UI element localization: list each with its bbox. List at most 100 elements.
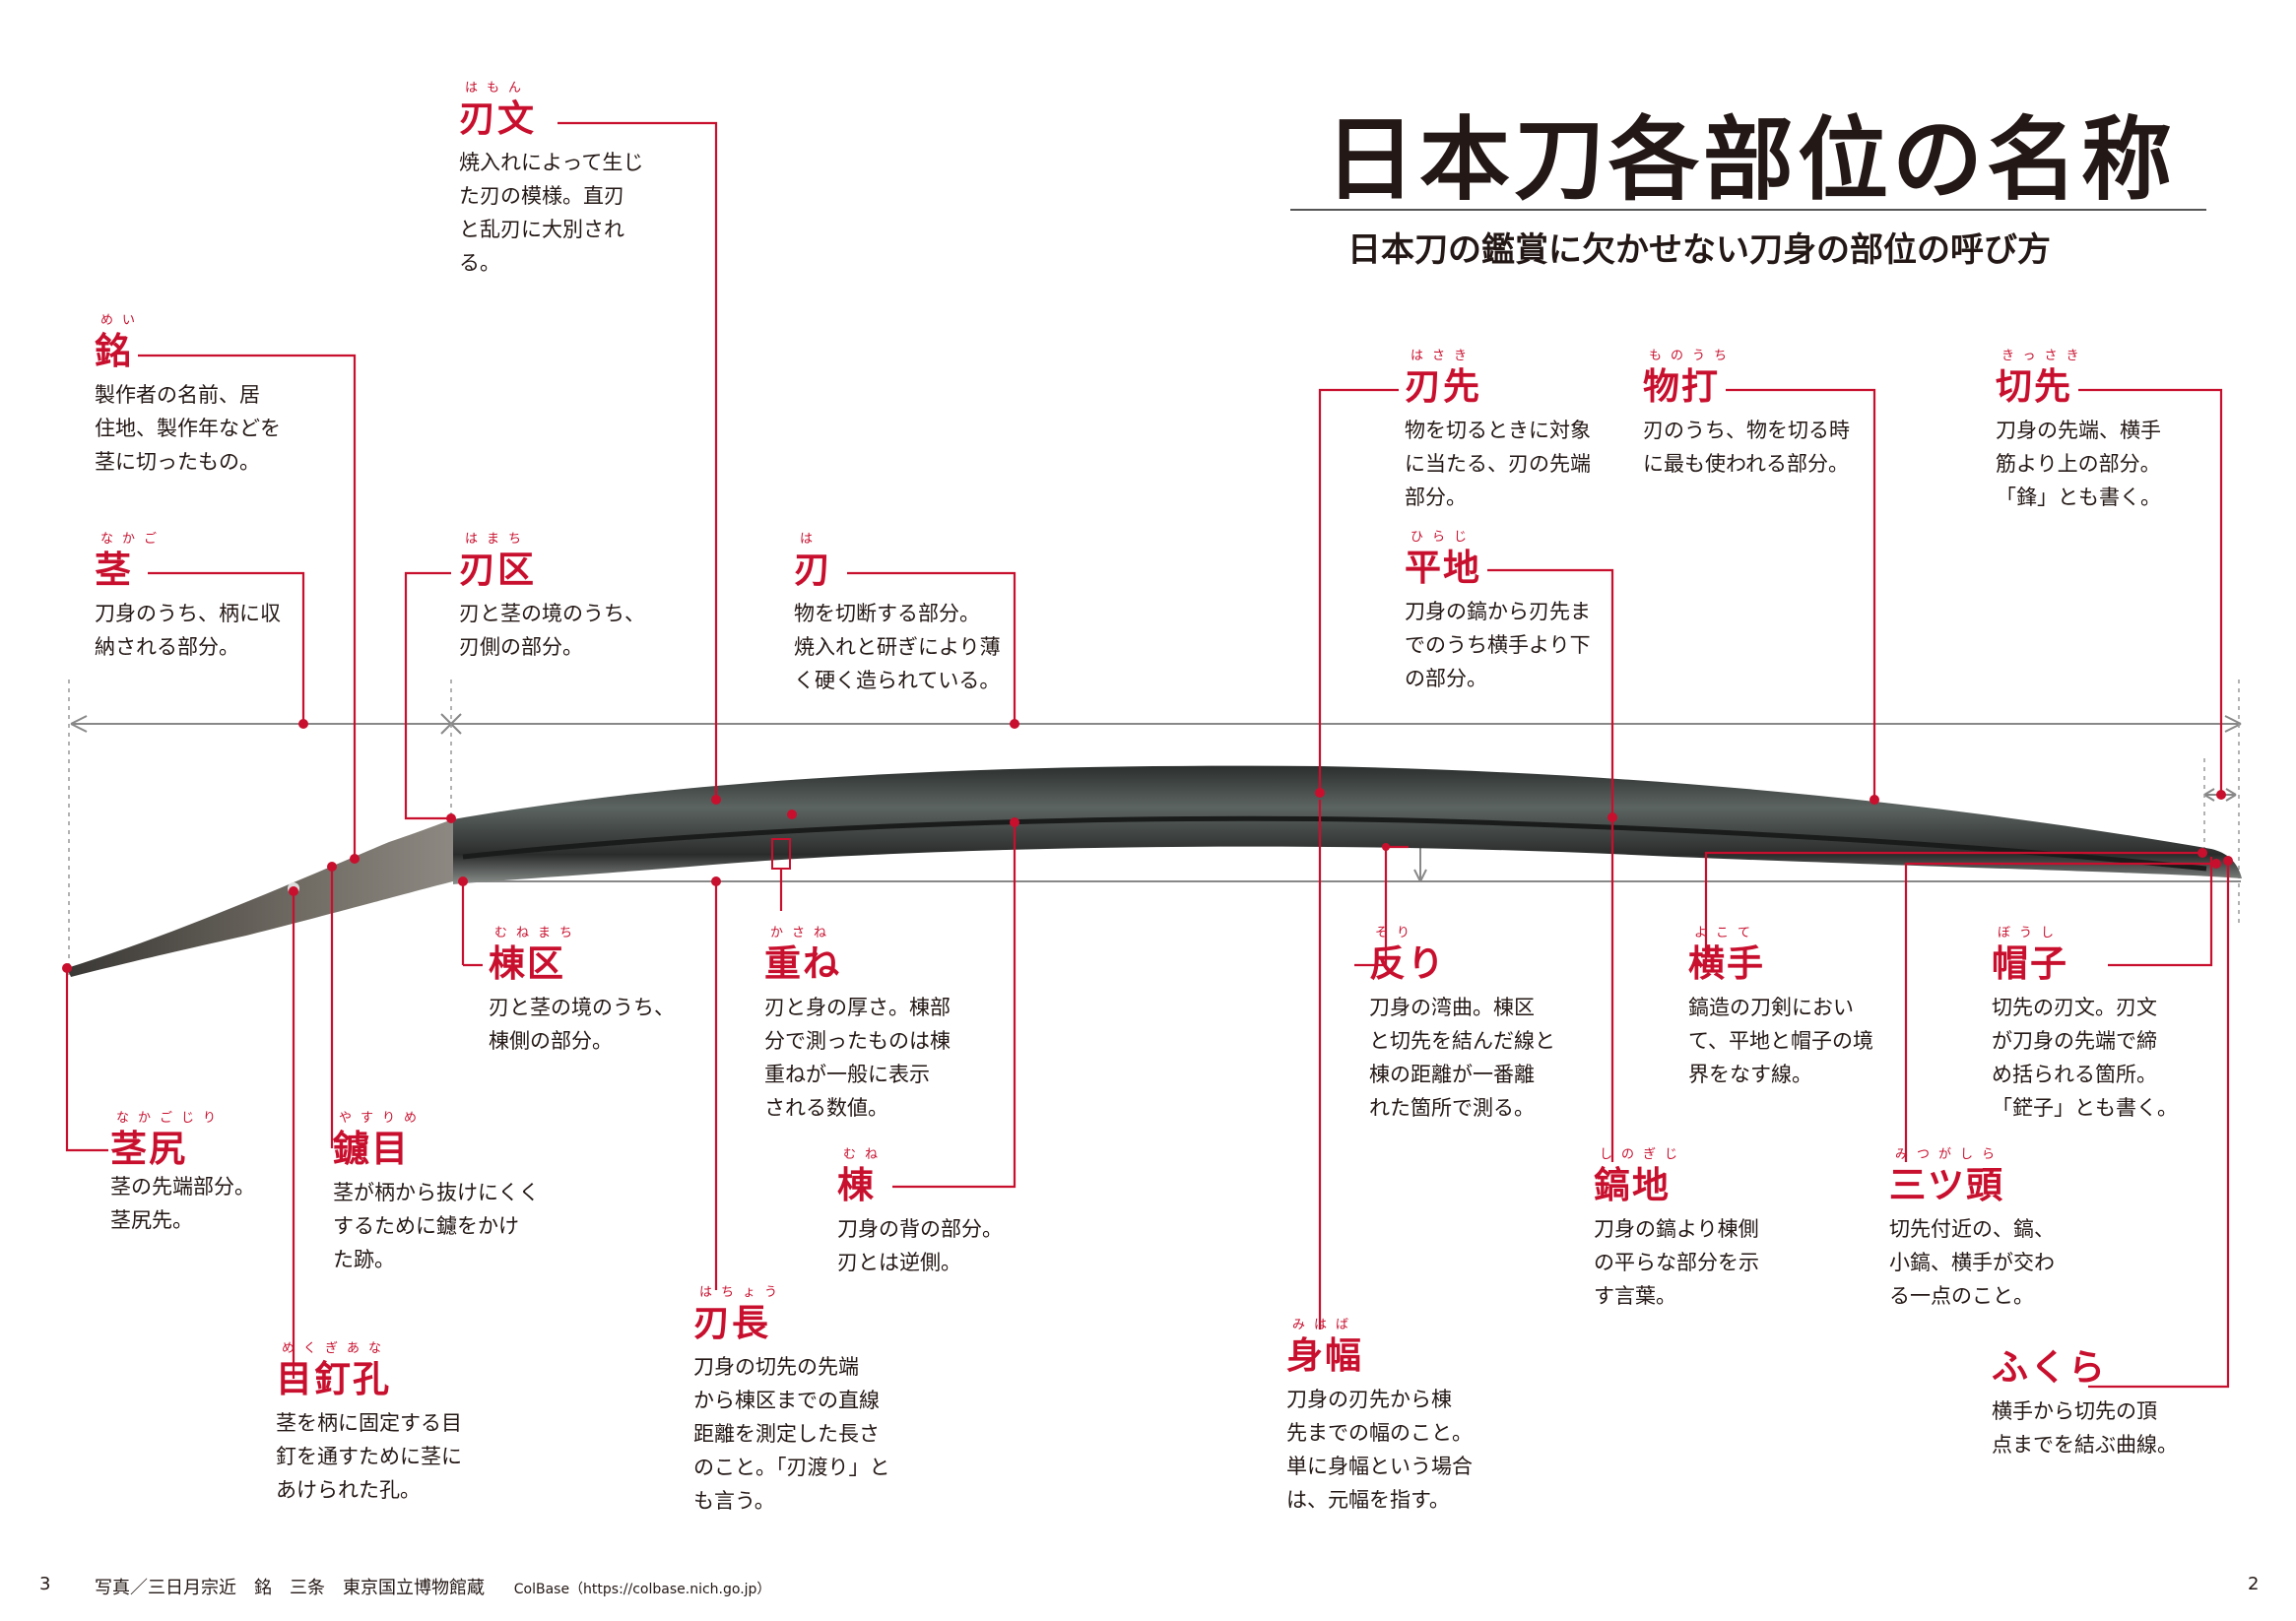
ruby: よこて	[1694, 926, 1760, 940]
ruby: そり	[1375, 926, 1419, 940]
leader-dots	[62, 719, 2233, 973]
label-kasane: かさね 重ね 刃と身の厚さ。棟部分で測ったものは棟重ねが一般に表示される数値。	[764, 926, 951, 1125]
title-rule	[1290, 209, 2206, 211]
ruby: しのぎじ	[1600, 1147, 1687, 1162]
ruby: みつがしら	[1895, 1147, 2004, 1162]
term-desc: 刃と身の厚さ。棟部分で測ったものは棟重ねが一般に表示される数値。	[764, 996, 951, 1120]
photo-credit: 写真／三日月宗近 銘 三条 東京国立博物館蔵 ColBase（https://c…	[95, 1574, 770, 1599]
term-name: 棟区	[489, 941, 565, 985]
term-desc: 刀身の切先の先端から棟区までの直線距離を測定した長さのこと。「刃渡り」とも言う。	[693, 1355, 890, 1513]
ruby: ひらじ	[1410, 530, 1476, 545]
label-shinogiji: しのぎじ 鎬地 刀身の鎬より棟側の平らな部分を示す言葉。	[1594, 1147, 1759, 1313]
term-desc: 茎が柄から抜けにくくするために鑢をかけた跡。	[333, 1181, 540, 1271]
term-name: 平地	[1405, 546, 1481, 589]
term-desc: 焼入れによって生じた刃の模様。直刃と乱刃に大別される。	[459, 151, 644, 275]
ruby: めくぎあな	[282, 1341, 391, 1356]
ruby: めい	[100, 313, 145, 328]
ruby: きっさき	[2001, 349, 2088, 363]
term-desc: 刀身の背の部分。刃とは逆側。	[837, 1217, 1003, 1274]
term-name: 帽子	[1992, 941, 2068, 985]
label-monouchi: ものうち 物打 刃のうち、物を切る時に最も使われる部分。	[1643, 349, 1850, 481]
term-name: 重ね	[764, 941, 841, 985]
ruby: ぼうし	[1998, 926, 2064, 940]
term-desc: 刀身のうち、柄に収納される部分。	[95, 602, 281, 659]
ruby: やすりめ	[339, 1111, 426, 1126]
page-subtitle: 日本刀の鑑賞に欠かせない刀身の部位の呼び方	[1347, 230, 2051, 270]
term-desc: 刃のうち、物を切る時に最も使われる部分。	[1643, 419, 1850, 476]
label-mune: むね 棟 刀身の背の部分。刃とは逆側。	[837, 1147, 1003, 1279]
term-name: 鑢目	[333, 1127, 410, 1170]
term-desc: 茎を柄に固定する目釘を通すために茎にあけられた孔。	[276, 1411, 462, 1502]
term-desc: 刀身の先端、横手筋より上の部分。「鋒」とも書く。	[1996, 419, 2161, 509]
ruby: はちょう	[699, 1285, 787, 1300]
term-name: 鎬地	[1594, 1163, 1671, 1206]
label-hamachi: はまち 刃区 刃と茎の境のうち、刃側の部分。	[459, 532, 645, 664]
term-name: 銘	[95, 329, 133, 372]
label-fukura: ふくら 横手から切先の頂点までを結ぶ曲線。	[1992, 1345, 2178, 1461]
label-yasurime: やすりめ 鑢目 茎が柄から抜けにくくするために鑢をかけた跡。	[333, 1111, 540, 1276]
source-text: ColBase（https://colbase.nich.go.jp）	[513, 1582, 771, 1597]
term-name: 刃区	[459, 548, 536, 591]
ruby: はさき	[1410, 349, 1476, 363]
term-name: 茎	[95, 548, 133, 591]
term-desc: 刃と茎の境のうち、刃側の部分。	[459, 602, 645, 659]
term-desc: 茎の先端部分。茎尻先。	[110, 1175, 255, 1232]
ruby: なかご	[100, 532, 166, 547]
term-desc: 刀身の刃先から棟先までの幅のこと。単に身幅という場合は、元幅を指す。	[1286, 1388, 1473, 1512]
term-name: 身幅	[1286, 1333, 1363, 1377]
term-desc: 切先付近の、鎬、小鎬、横手が交わる一点のこと。	[1889, 1217, 2055, 1308]
ruby: むね	[843, 1147, 887, 1162]
label-mitsugashira: みつがしら 三ツ頭 切先付近の、鎬、小鎬、横手が交わる一点のこと。	[1889, 1147, 2055, 1313]
term-name: 茎尻	[110, 1127, 187, 1170]
label-hamon: はもん 刃文 焼入れによって生じた刃の模様。直刃と乱刃に大別される。	[459, 81, 643, 280]
label-ha: は 刃 物を切断する部分。焼入れと研ぎにより薄く硬く造られている。	[794, 532, 1001, 697]
label-nakago: なかご 茎 刀身のうち、柄に収納される部分。	[95, 532, 281, 664]
page-number-left: 3	[39, 1574, 51, 1594]
term-desc: 刀身の鎬より棟側の平らな部分を示す言葉。	[1594, 1217, 1759, 1308]
term-name: ふくら	[1992, 1345, 2107, 1389]
leader-lines	[65, 121, 2230, 1389]
term-desc: 切先の刃文。刃文が刀身の先端で締め括られる箇所。「鋩子」とも書く。	[1992, 996, 2178, 1120]
term-name: 目釘孔	[276, 1357, 391, 1400]
ruby: むねまち	[494, 926, 582, 940]
term-name: 刃文	[459, 97, 536, 140]
ruby: みはば	[1292, 1318, 1358, 1332]
ruby: はもん	[465, 81, 531, 96]
ruby: は	[800, 532, 822, 547]
term-name: 刃長	[693, 1301, 770, 1344]
term-name: 物打	[1643, 364, 1720, 408]
term-name: 横手	[1688, 941, 1765, 985]
term-desc: 刀身の湾曲。棟区と切先を結んだ線と棟の距離が一番離れた箇所で測る。	[1369, 996, 1555, 1120]
page-number-right: 2	[2248, 1574, 2260, 1594]
term-name: 刃	[794, 548, 832, 591]
label-mekugiana: めくぎあな 目釘孔 茎を柄に固定する目釘を通すために茎にあけられた孔。	[276, 1341, 462, 1507]
term-desc: 刀身の鎬から刃先までのうち横手より下の部分。	[1405, 600, 1591, 690]
credit-text: 写真／三日月宗近 銘 三条 東京国立博物館蔵	[95, 1578, 485, 1598]
label-yokote: よこて 横手 鎬造の刀剣において、平地と帽子の境界をなす線。	[1688, 926, 1873, 1091]
term-name: 刃先	[1405, 364, 1481, 408]
term-desc: 物を切るときに対象に当たる、刃の先端部分。	[1405, 419, 1591, 509]
label-mei: めい 銘 製作者の名前、居住地、製作年などを茎に切ったもの。	[95, 313, 281, 479]
page-title: 日本刀各部位の名称	[1325, 106, 2177, 213]
term-name: 三ツ頭	[1889, 1163, 2004, 1206]
sword-blade	[67, 765, 2242, 977]
term-desc: 製作者の名前、居住地、製作年などを茎に切ったもの。	[95, 383, 281, 474]
label-munemachi: むねまち 棟区 刃と茎の境のうち、棟側の部分。	[489, 926, 675, 1058]
term-name: 反り	[1369, 941, 1446, 985]
term-desc: 横手から切先の頂点までを結ぶ曲線。	[1992, 1399, 2178, 1457]
term-name: 切先	[1996, 364, 2072, 408]
term-desc: 鎬造の刀剣において、平地と帽子の境界をなす線。	[1688, 996, 1873, 1086]
term-name: 棟	[837, 1163, 876, 1206]
ruby: なかごじり	[116, 1111, 226, 1126]
term-desc: 刃と茎の境のうち、棟側の部分。	[489, 996, 675, 1053]
label-nakagojiri: なかごじり 茎尻 茎の先端部分。茎尻先。	[110, 1111, 255, 1237]
ruby: ものうち	[1649, 349, 1737, 363]
label-mihaba: みはば 身幅 刀身の刃先から棟先までの幅のこと。単に身幅という場合は、元幅を指す…	[1286, 1318, 1473, 1517]
term-desc: 物を切断する部分。焼入れと研ぎにより薄く硬く造られている。	[794, 602, 1001, 692]
label-boshi: ぼうし 帽子 切先の刃文。刃文が刀身の先端で締め括られる箇所。「鋩子」とも書く。	[1992, 926, 2178, 1125]
ruby: はまち	[465, 532, 531, 547]
label-hiraji: ひらじ 平地 刀身の鎬から刃先までのうち横手より下の部分。	[1405, 530, 1591, 695]
label-kissaki: きっさき 切先 刀身の先端、横手筋より上の部分。「鋒」とも書く。	[1996, 349, 2161, 514]
label-hacho: はちょう 刃長 刀身の切先の先端から棟区までの直線距離を測定した長さのこと。「刃…	[693, 1285, 890, 1518]
